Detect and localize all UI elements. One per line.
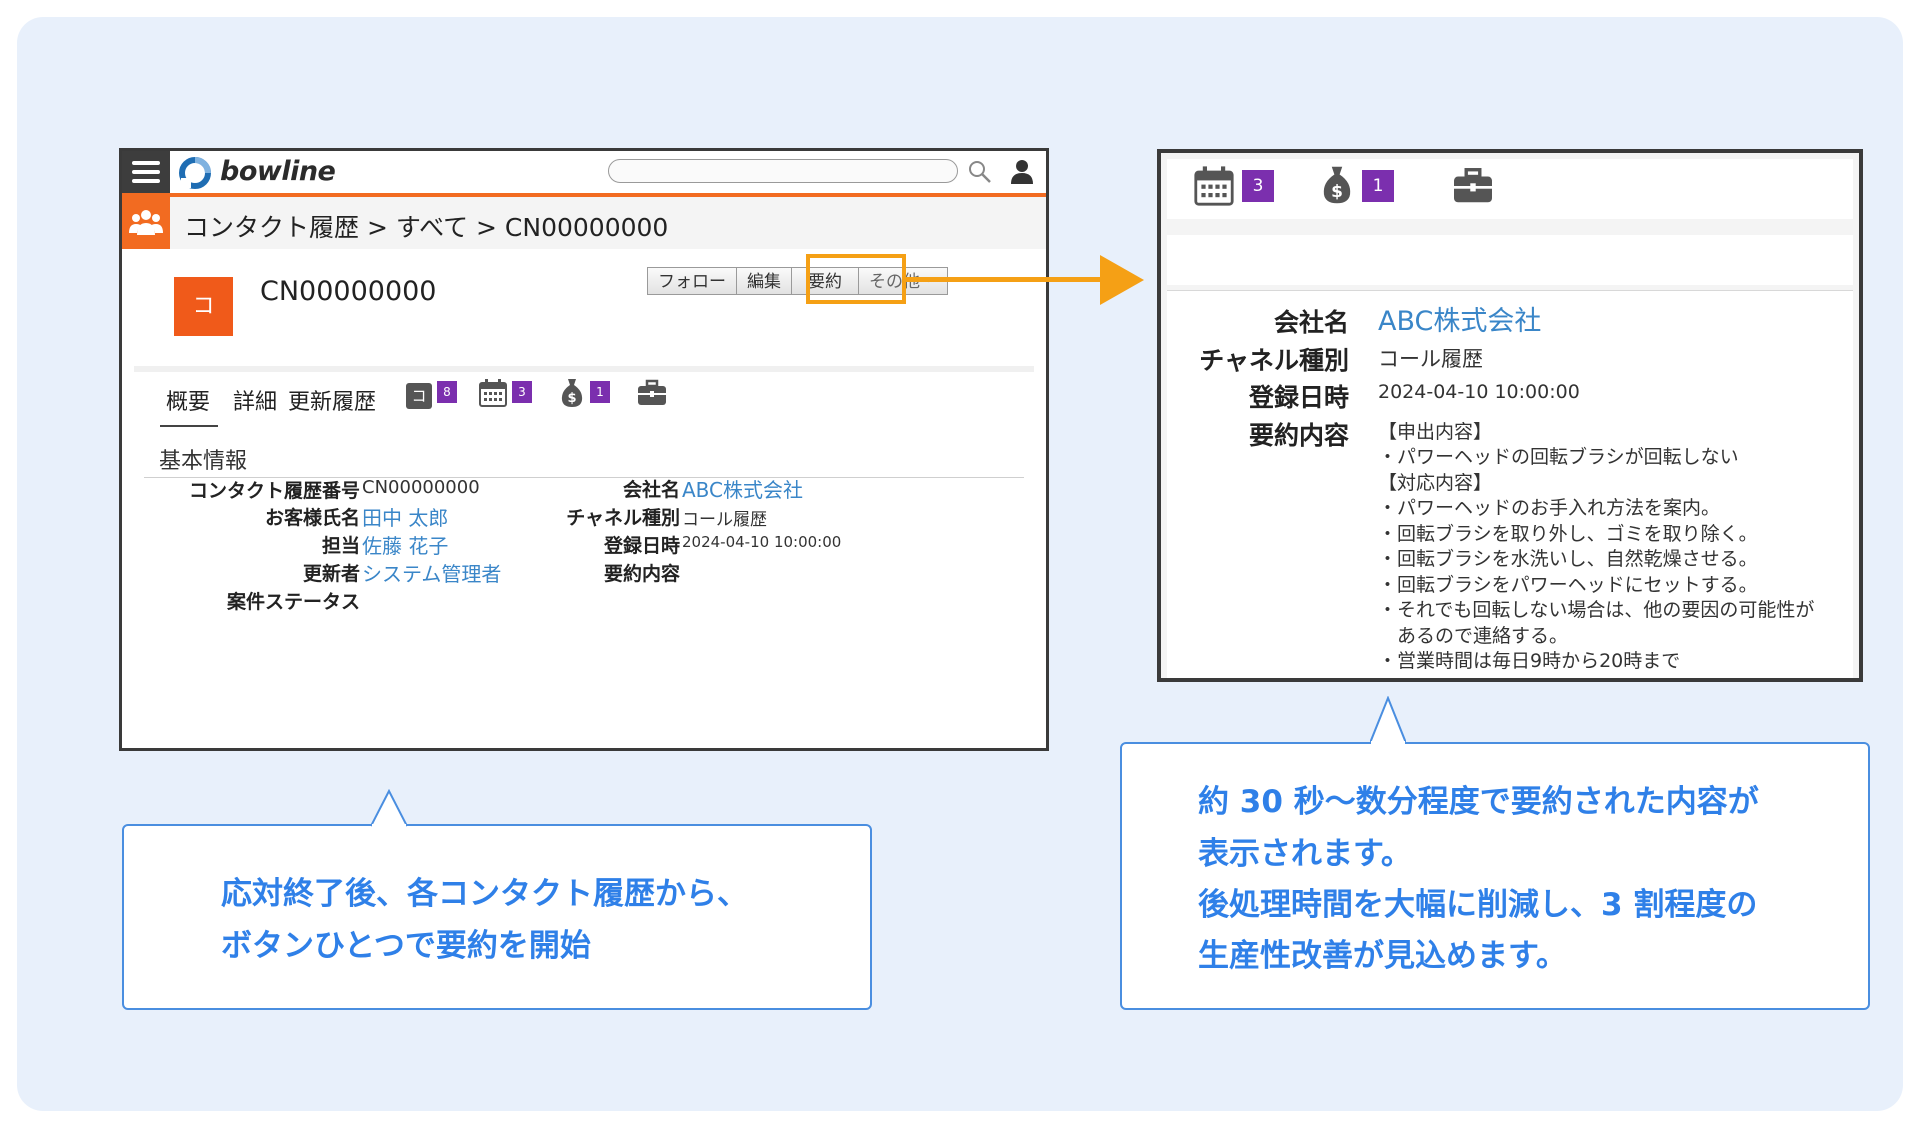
arrow-line — [906, 277, 1106, 282]
field-label: 担当 — [321, 535, 360, 557]
summary-button[interactable]: 要約 — [791, 267, 859, 295]
arrow-head — [1100, 255, 1144, 305]
field-value: 2024-04-10 10:00:00 — [682, 533, 842, 551]
tab-history[interactable]: 更新履歴 — [288, 390, 377, 415]
briefcase-icon[interactable] — [637, 379, 667, 407]
field-label: 更新者 — [302, 563, 360, 585]
user-icon[interactable] — [1010, 159, 1034, 185]
search-input[interactable] — [608, 159, 958, 183]
left-callout-pointer — [371, 789, 407, 827]
breadcrumb-text: コンタクト履歴 > すべて > CN00000000 — [184, 213, 669, 242]
right-callout — [1120, 742, 1870, 1010]
zoom-body — [1167, 290, 1853, 678]
assignee-link[interactable]: 佐藤 花子 — [362, 534, 449, 558]
follow-button[interactable]: フォロー — [647, 267, 737, 295]
zoom-field-label: チャネル種別 — [1199, 346, 1349, 375]
field-value: CN00000000 — [362, 477, 480, 498]
field-label: お客様氏名 — [264, 507, 360, 529]
right-callout-pointer — [1370, 696, 1406, 744]
summary-line: 【対応内容】 — [1378, 472, 1493, 494]
search-icon[interactable] — [967, 159, 993, 185]
contact-count-badge: 8 — [437, 381, 457, 403]
summary-line: ・営業時間は毎日9時から20時まで — [1378, 650, 1681, 672]
left-callout — [122, 824, 872, 1010]
summary-line: ・回転ブラシをパワーヘッドにセットする。 — [1378, 574, 1758, 596]
app-logo-text: bowline — [220, 156, 336, 187]
zoom-spacer-row — [1167, 235, 1853, 285]
section-title: 基本情報 — [159, 449, 248, 474]
zoom-field-label: 登録日時 — [1248, 383, 1349, 412]
contact-tab-icon[interactable]: コ — [406, 383, 432, 409]
summary-button-highlight — [806, 254, 906, 304]
svg-text:$: $ — [1331, 182, 1343, 202]
field-value: コール履歴 — [682, 510, 767, 530]
company-link[interactable]: ABC株式会社 — [682, 478, 804, 502]
app-window: bowline コンタクト履歴 > すべて > CN00000000 コ CN0… — [119, 148, 1049, 751]
updater-link[interactable]: システム管理者 — [362, 562, 502, 586]
zoom-company-link[interactable]: ABC株式会社 — [1378, 306, 1542, 337]
field-label: チャネル種別 — [566, 507, 680, 529]
zoom-field-value: 2024-04-10 10:00:00 — [1378, 381, 1580, 403]
menu-icon[interactable] — [122, 151, 170, 193]
people-icon — [122, 197, 170, 249]
calendar-count-badge: 3 — [1242, 170, 1274, 202]
calendar-count-badge: 3 — [512, 381, 532, 403]
summary-zoom-panel: 3 $ 1 会社名 ABC株式会社 チャネル種別 コール履歴 登録日時 2024… — [1157, 149, 1863, 682]
zoom-field-label: 要約内容 — [1248, 421, 1349, 450]
money-bag-icon[interactable]: $ — [559, 377, 585, 409]
calendar-icon[interactable] — [478, 378, 508, 408]
zoom-field-label: 会社名 — [1273, 308, 1349, 337]
summary-line: ・回転ブラシを水洗いし、自然乾燥させる。 — [1378, 548, 1758, 570]
record-title: CN00000000 — [260, 276, 437, 307]
tab-bar: 概要 詳細 更新履歴 コ 8 3 $ 1 — [134, 366, 1034, 429]
summary-line: 【申出内容】 — [1378, 421, 1493, 443]
tab-overview[interactable]: 概要 — [159, 384, 219, 429]
field-label: 要約内容 — [603, 563, 680, 585]
zoom-field-value: コール履歴 — [1378, 347, 1483, 371]
zoom-icon-row: 3 $ 1 — [1167, 159, 1853, 219]
money-count-badge: 1 — [590, 381, 610, 403]
customer-name-link[interactable]: 田中 太郎 — [362, 506, 449, 530]
summary-line: ・回転ブラシを取り外し、ゴミを取り除く。 — [1378, 523, 1758, 545]
field-label: 案件ステータス — [226, 591, 360, 613]
left-callout-line-2: ボタンひとつで要約を開始 — [221, 928, 591, 964]
field-label: 登録日時 — [603, 535, 680, 557]
svg-text:$: $ — [567, 391, 576, 406]
tab-detail[interactable]: 詳細 — [233, 390, 278, 415]
summary-line: ・パワーヘッドのお手入れ方法を案内。 — [1378, 497, 1721, 519]
basic-info-section — [134, 427, 1034, 748]
section-divider — [144, 477, 1024, 478]
bowline-logo-icon — [179, 157, 211, 189]
summary-line: あるので連絡する。 — [1378, 625, 1569, 647]
breadcrumb: コンタクト履歴 > すべて > CN00000000 — [122, 197, 1046, 249]
summary-line: ・パワーヘッドの回転ブラシが回転しない — [1378, 446, 1739, 468]
top-bar: bowline — [122, 151, 1046, 197]
briefcase-icon[interactable] — [1452, 167, 1494, 205]
left-callout-line-1: 応対終了後、各コンタクト履歴から、 — [221, 876, 748, 912]
record-type-icon: コ — [174, 277, 233, 336]
right-callout-line-3: 後処理時間を大幅に削減し、3 割程度の — [1198, 887, 1758, 923]
field-label: コンタクト履歴番号 — [188, 480, 360, 502]
edit-button[interactable]: 編集 — [736, 267, 792, 295]
calendar-icon[interactable] — [1193, 165, 1235, 207]
field-label: 会社名 — [622, 479, 680, 501]
money-bag-icon[interactable]: $ — [1320, 163, 1354, 207]
right-callout-line-1: 約 30 秒〜数分程度で要約された内容が — [1198, 784, 1759, 820]
right-callout-line-2: 表示されます。 — [1198, 836, 1412, 872]
right-callout-line-4: 生産性改善が見込めます。 — [1198, 938, 1567, 974]
summary-line: ・それでも回転しない場合は、他の要因の可能性が — [1378, 599, 1815, 621]
money-count-badge: 1 — [1362, 170, 1394, 202]
